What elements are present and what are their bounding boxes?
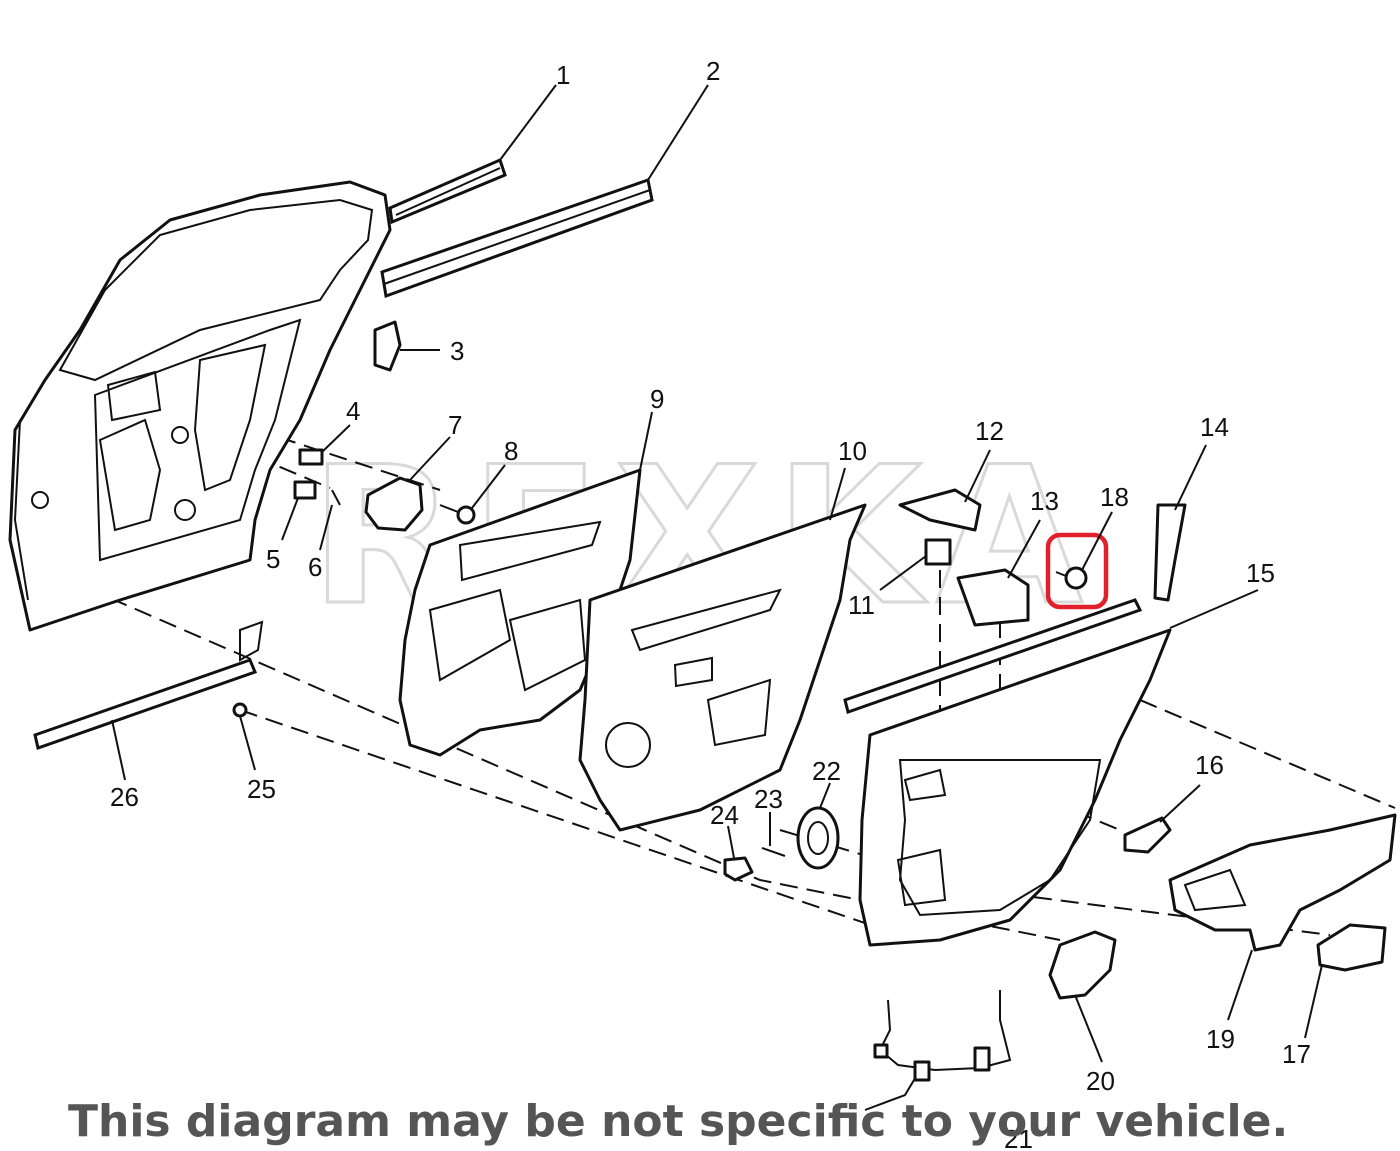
callout-10: 10 — [838, 436, 867, 466]
callout-12: 12 — [975, 416, 1004, 446]
callout-15: 15 — [1246, 558, 1275, 588]
callout-8: 8 — [504, 436, 518, 466]
part-20-cover — [1048, 930, 1117, 1000]
part-12-bezel — [898, 488, 982, 532]
callout-21: 21 — [1004, 1124, 1033, 1151]
callout-7: 7 — [448, 410, 462, 440]
callout-2: 2 — [706, 56, 720, 86]
part-24-fastener — [723, 856, 754, 882]
callout-23: 23 — [754, 784, 783, 814]
callout-4: 4 — [346, 396, 360, 426]
part-18-push-pin — [1055, 566, 1088, 590]
part-15-door-trim-panel — [843, 598, 1172, 947]
callout-9: 9 — [650, 384, 664, 414]
callout-labels: 1 2 3 4 5 6 7 8 9 10 11 12 13 14 15 16 1… — [110, 56, 1311, 1151]
part-21-wiring-harness — [864, 990, 1012, 1111]
part-11-switch — [924, 538, 952, 566]
part-9-trim-backing — [398, 468, 642, 757]
callout-3: 3 — [450, 336, 464, 366]
part-25-clip — [232, 702, 248, 718]
part-16-bezel — [1123, 816, 1172, 854]
part-10-water-shield — [578, 503, 867, 832]
callout-14: 14 — [1200, 412, 1229, 442]
callout-20: 20 — [1086, 1066, 1115, 1096]
callout-17: 17 — [1282, 1039, 1311, 1069]
callout-1: 1 — [556, 60, 570, 90]
callout-22: 22 — [812, 756, 841, 786]
part-26-sill-molding — [33, 620, 264, 750]
callout-19: 19 — [1206, 1024, 1235, 1054]
callout-26: 26 — [110, 782, 139, 812]
callout-6: 6 — [308, 552, 322, 582]
leader-lines — [111, 84, 1323, 1063]
part-6-screw — [331, 489, 341, 506]
part-17-handle-bezel — [1316, 923, 1387, 972]
part-14-trim-piece — [1153, 503, 1187, 602]
callout-18: 18 — [1100, 482, 1129, 512]
part-7-handle-bracket — [364, 476, 424, 532]
callout-11: 11 — [848, 590, 875, 620]
door-shell — [8, 180, 392, 632]
disclaimer-text: This diagram may be not specific to your… — [68, 1096, 1288, 1147]
callout-25: 25 — [247, 774, 276, 804]
part-5-clip — [293, 480, 317, 500]
part-1-inner-weatherstrip — [388, 157, 507, 225]
part-8-bolt — [439, 504, 476, 525]
callout-5: 5 — [266, 544, 280, 574]
part-23-screw — [761, 847, 786, 857]
part-22-speaker — [796, 806, 840, 870]
part-19-armrest — [1168, 813, 1397, 952]
callout-24: 24 — [710, 800, 739, 830]
highlight-box — [1045, 532, 1109, 610]
part-3-pad — [373, 320, 402, 372]
callout-16: 16 — [1195, 750, 1224, 780]
part-4-clip — [298, 448, 324, 466]
part-13-pull-cup — [956, 568, 1030, 627]
callout-13: 13 — [1030, 486, 1059, 516]
